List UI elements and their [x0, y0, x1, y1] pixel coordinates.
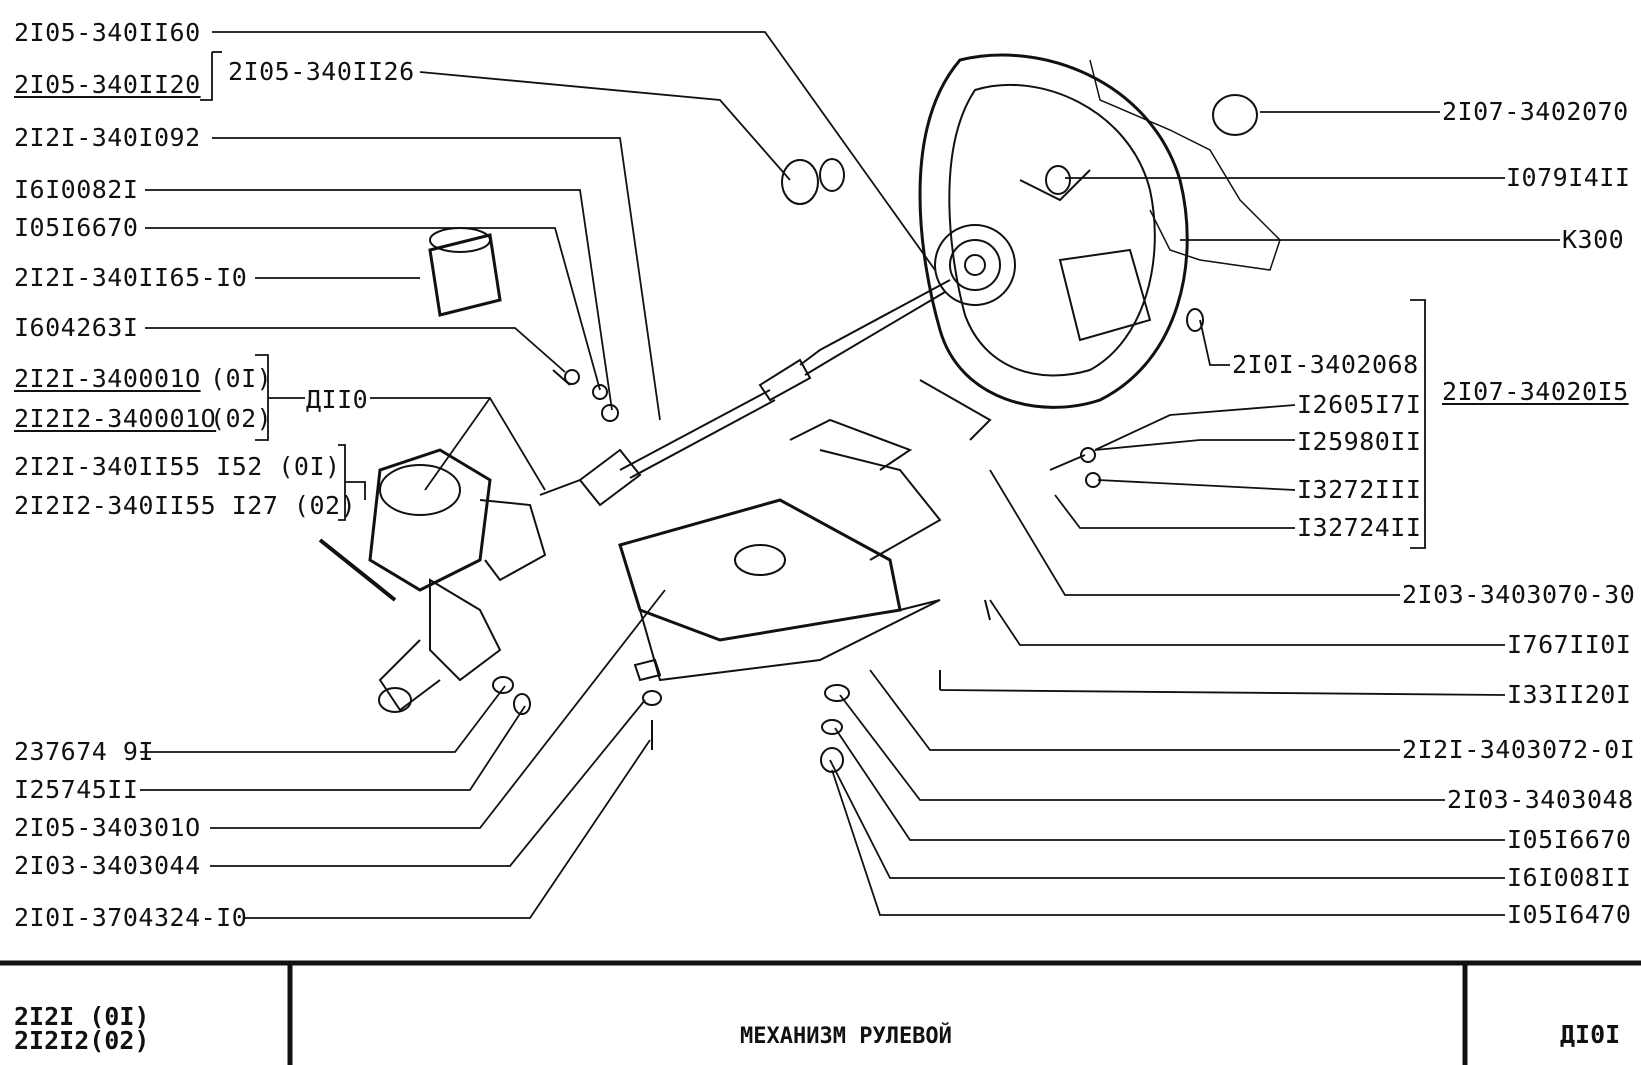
small-parts	[428, 94, 1258, 773]
label-13272411: I32724II	[1297, 513, 1422, 542]
label-16100821: I6I0082I	[14, 175, 139, 204]
label-2105-3403010: 2I05-340301O	[14, 813, 201, 842]
label-17671101: I767II0I	[1507, 630, 1632, 659]
label-12598011: I25980II	[1297, 427, 1422, 456]
label-variant-01-a: (0I)	[210, 364, 273, 393]
sheet-code: ДI0I	[1560, 1020, 1621, 1049]
label-10791411: I079I4II	[1506, 163, 1631, 192]
label-2121-3401165-10: 2I2I-340II65-I0	[14, 263, 248, 292]
title-block-frame	[0, 960, 1641, 1065]
label-2105-3401120: 2I05-340II20	[14, 70, 201, 99]
label-2105-3401160: 2I05-340II60	[14, 18, 201, 47]
label-10516670-right: I05I6670	[1507, 825, 1632, 854]
label-2103-3403048: 2I03-3403048	[1447, 785, 1634, 814]
model-codes-line2: 2I2I2(02)	[14, 1026, 150, 1055]
leader-lines	[140, 31, 1560, 919]
label-10516470: I05I6470	[1507, 900, 1632, 929]
label-2103-3403070-30: 2I03-3403070-30	[1402, 580, 1636, 609]
column-bracket	[618, 379, 992, 682]
label-2121-3403072-01: 2I2I-3403072-0I	[1402, 735, 1636, 764]
steering-mechanism-diagram	[140, 31, 1560, 919]
label-12605171: I2605I7I	[1297, 390, 1422, 419]
label-12574511: I25745II	[14, 775, 139, 804]
label-2103-3403044: 2I03-3403044	[14, 851, 201, 880]
label-16042631: I604263I	[14, 313, 139, 342]
label-23767491: 237674 9I	[14, 737, 154, 766]
steering-gear-box	[318, 448, 547, 713]
wheel-trim-panel	[1089, 59, 1281, 271]
label-2121-3401092: 2I2I-340I092	[14, 123, 201, 152]
steering-wheel	[918, 53, 1189, 409]
label-16100811: I6I008II	[1507, 863, 1632, 892]
model-codes-line1: 2I2I (0I)	[14, 1002, 150, 1031]
label-k300: К300	[1562, 225, 1625, 254]
title-block: 2I2I (0I) 2I2I2(02) МЕХАНИЗМ РУЛЕВОЙ ДI0…	[0, 960, 1641, 1065]
label-2107-3402070: 2I07-3402070	[1442, 97, 1629, 126]
label-13272111: I3272III	[1297, 475, 1422, 504]
label-d110: ДII0	[306, 385, 369, 414]
label-variant-02-a: (02)	[210, 404, 273, 433]
label-10516670-left: I05I6670	[14, 213, 139, 242]
label-21212-3400010: 2I2I2-340001O	[14, 404, 217, 433]
label-2121-3400010: 2I2I-340001O	[14, 364, 201, 393]
label-2105-3401126: 2I05-340II26	[228, 57, 415, 86]
label-21212-3401155: 2I2I2-340II55 I27 (02)	[14, 491, 357, 520]
label-2121-3401155: 2I2I-340II55 I52 (0I)	[14, 452, 341, 481]
label-2101-3704324-10: 2I0I-3704324-I0	[14, 903, 248, 932]
label-2101-3402068: 2I0I-3402068	[1232, 350, 1419, 379]
label-13311201: I33II20I	[1507, 680, 1632, 709]
drawing-title: МЕХАНИЗМ РУЛЕВОЙ	[740, 1024, 952, 1049]
steering-shaft	[539, 279, 951, 507]
label-2107-3402015: 2I07-34020I5	[1442, 377, 1629, 406]
